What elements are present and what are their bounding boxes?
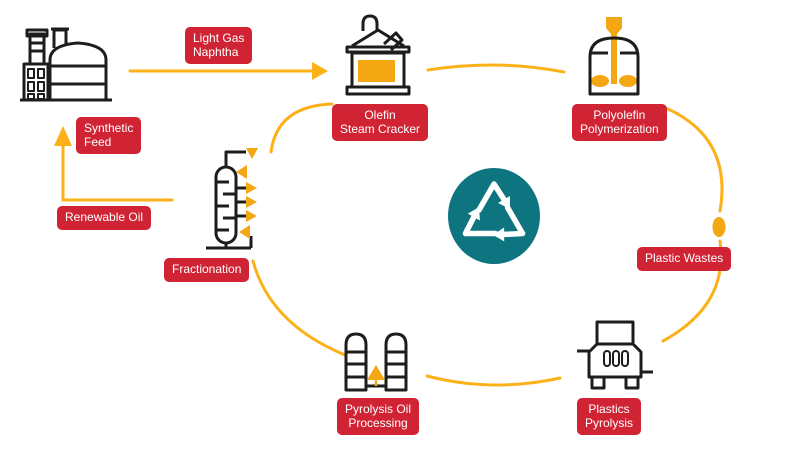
polyolefin-polymerization-icon [588,17,640,96]
label-line: Renewable Oil [65,210,144,224]
label-line: Pyrolysis [585,415,634,430]
arc-fractionation-to-cracker [269,102,334,154]
label-plastic-wastes: Plastic Wastes [637,247,732,271]
fractionation-stream-triangles [236,148,258,239]
label-plastics-pyrolysis: Plastics Pyrolysis [577,398,642,435]
renewable-oil-arrowhead [54,126,72,146]
fractionation-column-icon [206,148,258,250]
label-renewable-oil: Renewable Oil [57,206,152,230]
label-line: Olefin [364,108,396,122]
label-pyrolysis-oil-processing: Pyrolysis Oil Processing [337,398,420,435]
label-line: Steam Cracker [340,121,421,136]
label-line: Processing [348,415,408,430]
label-line: Fractionation [172,262,242,276]
pyrolysis-oil-towers-icon [344,332,408,392]
label-line: Polymerization [580,121,659,136]
renewable-oil-arrow-line [61,142,174,202]
arc-cracker-to-polymerization [426,63,566,74]
refinery-icon [20,27,112,102]
label-line: Naphtha [193,44,239,59]
recycle-icon [448,168,540,264]
plastics-pyrolysis-icon [577,320,653,390]
arc-polymerization-to-wastes [659,104,724,213]
label-light-gas-naphtha: Light Gas Naphtha [185,27,253,64]
label-line: Plastics [588,402,630,416]
flow-arrowheads [54,62,328,146]
plastic-wastes-oval-icon [712,217,726,237]
label-line: Light Gas [193,31,245,45]
arc-fractionation-to-oil-processing [251,259,347,357]
label-polyolefin-polymerization: Polyolefin Polymerization [572,104,667,141]
arc-pyrolysis-to-oil-processing [425,374,562,387]
label-synthetic-feed: Synthetic Feed [76,117,142,154]
olefin-steam-cracker-icon [345,14,411,96]
label-line: Feed [84,134,112,149]
label-fractionation: Fractionation [164,258,250,282]
naphtha-arrowhead [312,62,328,80]
label-olefin-steam-cracker: Olefin Steam Cracker [332,104,429,141]
label-line: Polyolefin [593,108,646,122]
label-line: Plastic Wastes [645,251,724,265]
label-line: Pyrolysis Oil [345,402,412,416]
label-line: Synthetic [84,121,134,135]
